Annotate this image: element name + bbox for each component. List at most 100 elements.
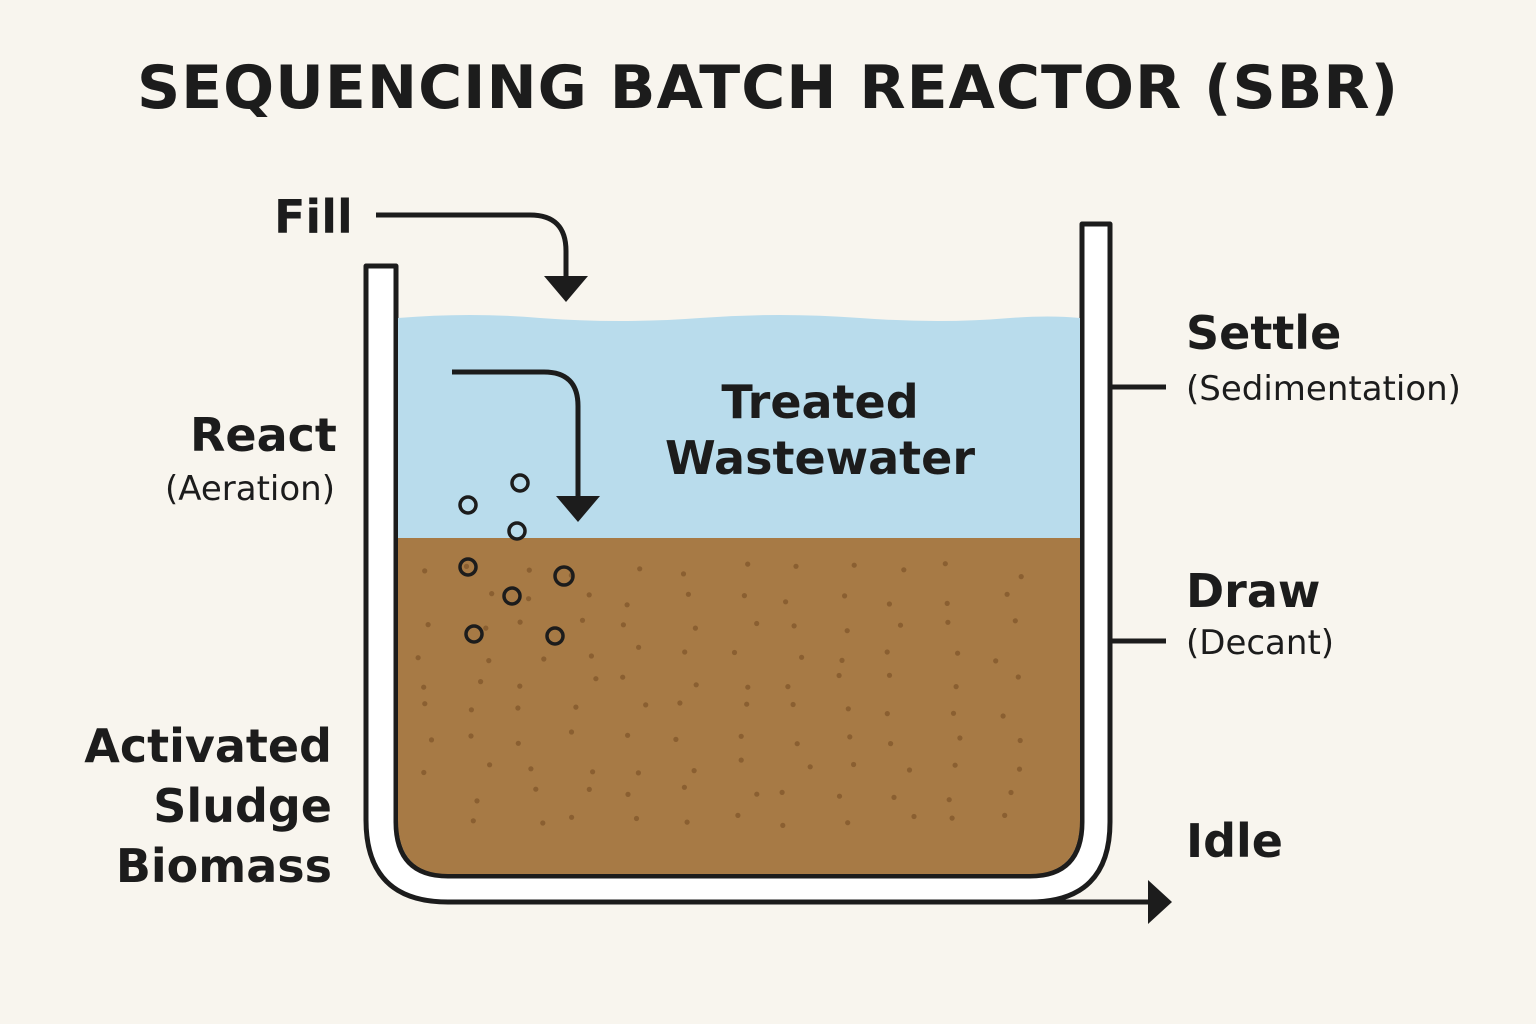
sludge-particle bbox=[483, 625, 489, 631]
sludge-particle bbox=[779, 789, 785, 796]
sludge-particle bbox=[625, 791, 631, 798]
sludge-particle bbox=[685, 591, 692, 597]
react-phase-label: React bbox=[190, 408, 337, 462]
bubble bbox=[502, 586, 522, 606]
sludge-particle bbox=[590, 769, 596, 775]
sludge-label: Activated Sludge Biomass bbox=[60, 716, 332, 896]
sludge-particle bbox=[1000, 713, 1006, 719]
sludge-particle bbox=[681, 784, 688, 790]
sludge-particle bbox=[526, 567, 532, 573]
sludge-particle bbox=[836, 672, 842, 679]
sludge-particle bbox=[1002, 812, 1008, 819]
sludge-particle bbox=[1018, 574, 1024, 580]
sludge-particle bbox=[1008, 789, 1014, 796]
sludge-particle bbox=[579, 617, 586, 623]
sludge-particle bbox=[780, 822, 786, 829]
sludge-particle bbox=[945, 619, 951, 625]
sludge-particle bbox=[682, 649, 688, 655]
sludge-particle bbox=[884, 711, 890, 717]
sludge-particle bbox=[486, 658, 492, 664]
sludge-particle bbox=[754, 791, 760, 797]
sludge-particle bbox=[478, 679, 484, 685]
water-label: Treated Wastewater bbox=[660, 374, 980, 486]
sludge-particle bbox=[950, 710, 957, 716]
sludge-particle bbox=[1012, 618, 1018, 624]
sludge-particle bbox=[794, 741, 800, 747]
sludge-particle bbox=[888, 741, 894, 747]
sludge-particle bbox=[691, 768, 697, 774]
sludge-particle bbox=[745, 561, 751, 567]
bubble bbox=[510, 473, 530, 493]
sludge-particle bbox=[541, 656, 547, 662]
sludge-particle bbox=[807, 764, 813, 770]
sludge-particle bbox=[568, 729, 575, 735]
sludge-particle bbox=[489, 591, 495, 597]
sludge-particle bbox=[526, 596, 532, 602]
water-label-line: Treated bbox=[721, 375, 919, 429]
sludge-particle bbox=[415, 655, 421, 661]
sludge-particle bbox=[886, 672, 893, 678]
sludge-particle bbox=[693, 682, 699, 688]
fill-arrow bbox=[376, 212, 588, 302]
sludge-particle bbox=[573, 704, 579, 710]
sludge-particle bbox=[422, 701, 428, 707]
sludge-particle bbox=[421, 769, 427, 776]
sludge-particle bbox=[897, 622, 904, 628]
bubble bbox=[458, 557, 478, 577]
sludge-particle bbox=[515, 740, 521, 746]
sludge-particle bbox=[955, 650, 961, 656]
sludge-particle bbox=[851, 562, 857, 568]
sludge-particle bbox=[847, 734, 853, 740]
sludge-particle bbox=[1004, 591, 1010, 597]
sludge-particle bbox=[1017, 737, 1023, 744]
sludge-particle bbox=[949, 815, 955, 821]
sludge-particle bbox=[741, 593, 748, 599]
sludge-particle bbox=[886, 601, 893, 607]
sludge-particle bbox=[884, 649, 890, 655]
sludge-particle bbox=[836, 793, 843, 799]
sludge-particle bbox=[673, 736, 679, 743]
sludge-particle bbox=[517, 619, 523, 625]
sludge-particle bbox=[463, 563, 470, 570]
bubble bbox=[553, 565, 575, 587]
sludge-particle bbox=[468, 707, 474, 713]
sludge-particle bbox=[793, 563, 799, 569]
sludge-particle bbox=[593, 676, 599, 682]
sludge-particle bbox=[744, 701, 750, 707]
sludge-particle bbox=[942, 561, 948, 567]
sludge-particle bbox=[1015, 674, 1021, 680]
sludge-particle bbox=[738, 757, 744, 763]
bubble bbox=[464, 624, 484, 644]
sludge-particle bbox=[692, 625, 699, 631]
sludge-particle bbox=[636, 644, 642, 650]
bubble bbox=[545, 626, 565, 646]
sludge-particle bbox=[851, 761, 857, 768]
bubble bbox=[458, 495, 478, 515]
sludge-particle bbox=[470, 818, 476, 824]
sludge-particle bbox=[633, 815, 640, 822]
sludge-particle bbox=[515, 705, 521, 711]
sludge-particle bbox=[957, 735, 963, 741]
sludge-particle bbox=[791, 623, 797, 629]
sludge-particle bbox=[783, 599, 789, 605]
sludge-label-line: Sludge bbox=[153, 779, 332, 833]
sludge-particle bbox=[842, 593, 848, 599]
sludge-particle bbox=[993, 658, 999, 664]
sludge-particle bbox=[588, 653, 595, 659]
sludge-particle bbox=[422, 568, 428, 574]
sludge-particle bbox=[745, 684, 751, 690]
sludge-particle bbox=[1016, 766, 1023, 772]
sludge-particle bbox=[624, 602, 630, 608]
sludge-particle bbox=[540, 820, 546, 826]
sludge-particle bbox=[468, 733, 474, 739]
react-phase-sublabel: (Aeration) bbox=[164, 469, 335, 509]
fill-phase-label: Fill bbox=[274, 190, 353, 244]
water-layer bbox=[398, 315, 1080, 538]
water-label-line: Wastewater bbox=[664, 431, 976, 485]
sludge-particle bbox=[845, 706, 851, 712]
sludge-particle bbox=[953, 684, 959, 690]
sludge-particle bbox=[844, 628, 850, 634]
sludge-particle bbox=[911, 813, 917, 820]
draw-phase-label: Draw bbox=[1186, 564, 1321, 618]
